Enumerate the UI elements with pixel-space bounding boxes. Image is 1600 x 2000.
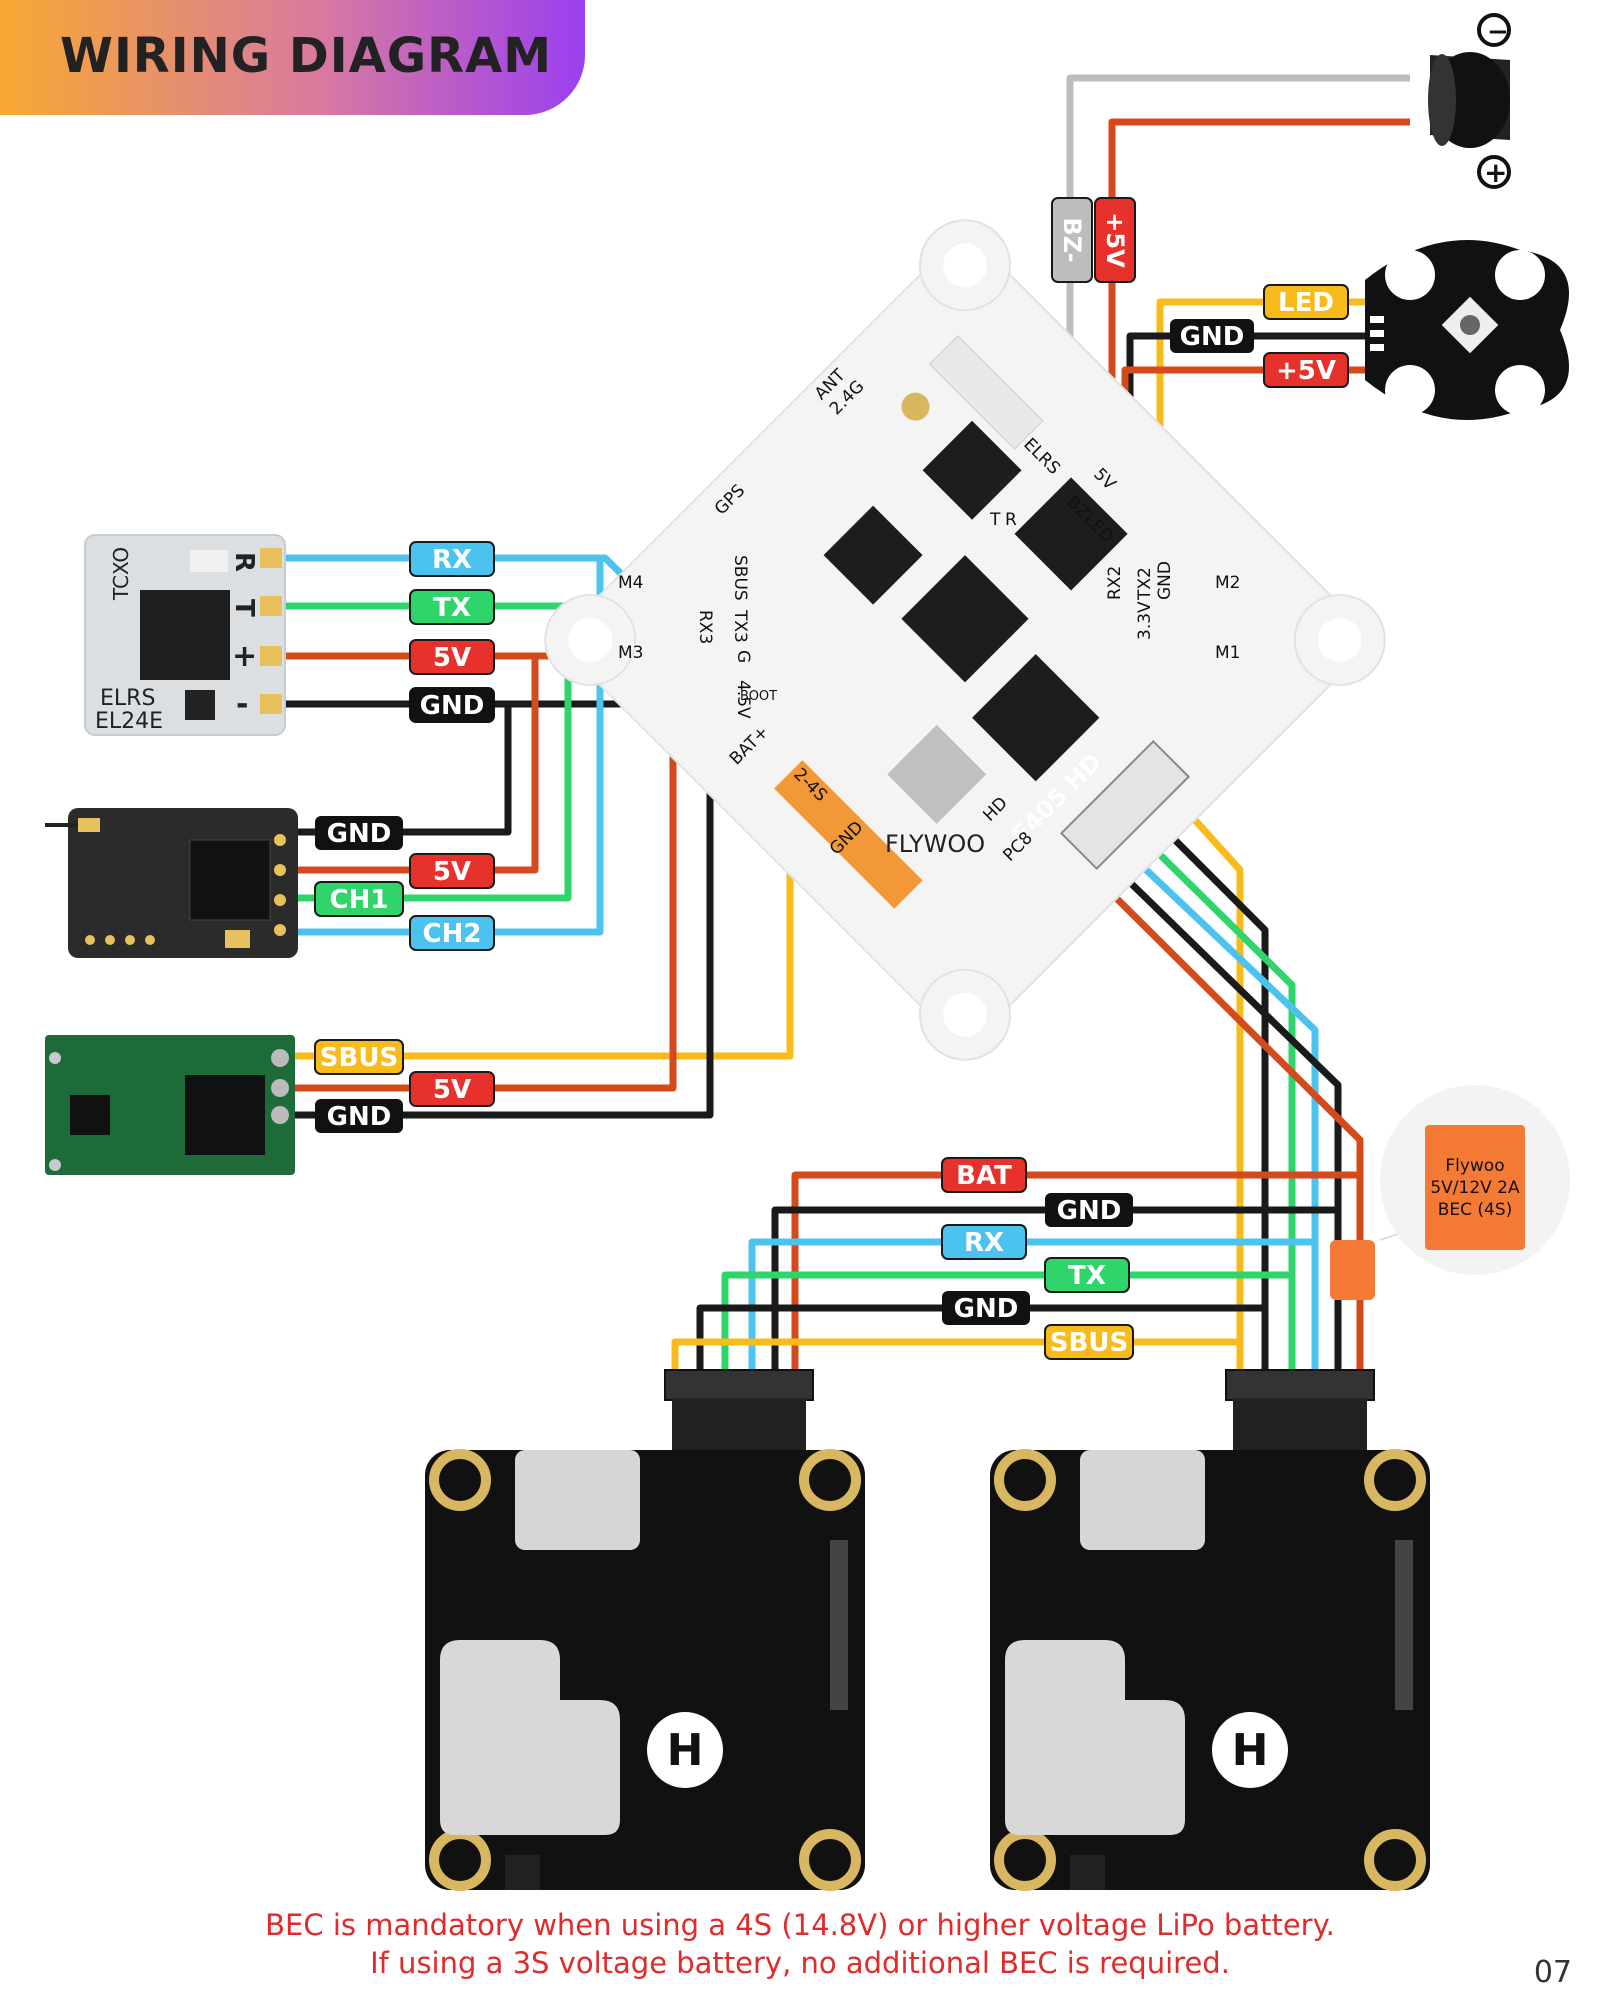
vtx-right-logo: H <box>1232 1725 1269 1776</box>
fc-pad-m1: M1 <box>1215 643 1240 663</box>
label-bus-tx: TX <box>1068 1261 1106 1291</box>
wire-buzzer-plus <box>1108 118 1410 468</box>
wire-buzzer-minus <box>1066 74 1410 455</box>
fc-pad-rx2: RX2 <box>1105 566 1125 600</box>
bec-note-line2: If using a 3S voltage battery, no additi… <box>370 1946 1230 1980</box>
page-title: WIRING DIAGRAM <box>60 28 553 84</box>
label-elrs-5v: 5V <box>433 643 471 673</box>
bec-inline-module <box>1330 1240 1375 1300</box>
elrs-name-line1: ELRS <box>100 686 155 711</box>
buzzer-plus-symbol: + <box>1484 156 1507 189</box>
wire-bus-gnd2 <box>696 1304 1265 1370</box>
fc-pad-g: G <box>733 650 753 663</box>
fc-pad-t: T <box>989 510 1001 530</box>
fc-pad-rx3: RX3 <box>695 610 715 644</box>
fc-pad-r: R <box>1005 510 1017 530</box>
wire-hd-black2 <box>1102 855 1342 1370</box>
fc-pad-3v3: 3.3V <box>1135 601 1155 640</box>
elrs-receiver: ELRS EL24E TCXO R T + - <box>84 534 286 736</box>
label-bus-gnd2: GND <box>954 1294 1019 1324</box>
label-bus-rx: RX <box>964 1228 1004 1258</box>
label-bus-bat: BAT <box>956 1161 1012 1191</box>
vtx-left: H <box>425 1369 865 1891</box>
elrs-pin-r: R <box>229 552 259 572</box>
label-elrs-gnd: GND <box>420 691 485 721</box>
buzzer-minus-symbol: − <box>1487 17 1509 47</box>
title-banner: WIRING DIAGRAM <box>0 0 585 115</box>
wire-labels: RX TX 5V GND GND 5V CH1 CH2 SBUS 5V GND <box>314 197 1349 1360</box>
flight-controller <box>544 219 1386 1061</box>
fc-model-badge <box>774 760 923 909</box>
vtx-right: H <box>990 1369 1430 1891</box>
fc-pad-gnd2: GND <box>1155 561 1175 600</box>
hd-connector <box>1059 739 1191 871</box>
bec-note-line1: BEC is mandatory when using a 4S (14.8V)… <box>265 1908 1335 1942</box>
label-xf-ch2: CH2 <box>423 919 482 949</box>
wire-hd-blue <box>1117 842 1319 1370</box>
vtx-left-logo: H <box>667 1725 704 1776</box>
label-xf-5v: 5V <box>433 857 471 887</box>
fc-pad-m4: M4 <box>618 573 643 593</box>
elrs-name-line2: EL24E <box>95 709 163 734</box>
label-bus-gnd1: GND <box>1057 1196 1122 1226</box>
label-sbus-5v: 5V <box>433 1075 471 1105</box>
label-sbus-sbus: SBUS <box>320 1043 398 1073</box>
fc-pad-4v5: 4.5V <box>733 680 753 719</box>
fc-boot-label: BOOT <box>740 689 777 704</box>
label-led-5v: +5V <box>1276 356 1336 386</box>
sbus-receiver <box>45 1035 295 1175</box>
led-board <box>1365 240 1569 420</box>
elrs-pin-t: T <box>229 599 259 617</box>
buzzer: − + <box>1428 13 1511 189</box>
label-bus-sbus: SBUS <box>1050 1328 1128 1358</box>
fc-pad-tx2: TX2 <box>1135 567 1155 601</box>
fc-brand: FLYWOO <box>885 830 985 858</box>
wire-hd-black1 <box>1147 812 1269 1370</box>
page-number: 07 <box>1533 1955 1572 1990</box>
elrs-tcxo-label: TCXO <box>109 547 133 601</box>
fc-pad-tx3: TX3 <box>730 609 750 643</box>
wire-bus-rx <box>748 1238 1315 1370</box>
wire-xf-5v <box>285 656 539 874</box>
elrs-pin-minus: - <box>236 687 248 722</box>
wire-sbus-gnd <box>285 704 714 1119</box>
label-xf-ch1: CH1 <box>330 885 389 915</box>
xf-receiver <box>45 808 298 958</box>
label-elrs-tx: TX <box>433 593 471 623</box>
label-sbus-gnd: GND <box>327 1102 392 1132</box>
label-buzzer-plus: +5V <box>1101 212 1129 268</box>
label-led-gnd: GND <box>1180 322 1245 352</box>
wire-bus-sbus <box>671 1338 1240 1370</box>
fc-pad-sbus: SBUS <box>730 555 750 601</box>
elrs-pin-plus: + <box>232 639 257 674</box>
label-xf-gnd: GND <box>327 819 392 849</box>
label-buzzer-minus: BZ- <box>1058 217 1086 262</box>
label-elrs-rx: RX <box>432 545 472 575</box>
wire-bus-gnd1 <box>771 1206 1338 1370</box>
wire-xf-gnd <box>285 704 512 836</box>
fc-pad-m2: M2 <box>1215 573 1240 593</box>
label-led-signal: LED <box>1278 288 1334 318</box>
bec-callout-label: Flywoo 5V/12V 2A BEC (4S) <box>1425 1125 1525 1250</box>
fc-pad-m3: M3 <box>618 643 643 663</box>
